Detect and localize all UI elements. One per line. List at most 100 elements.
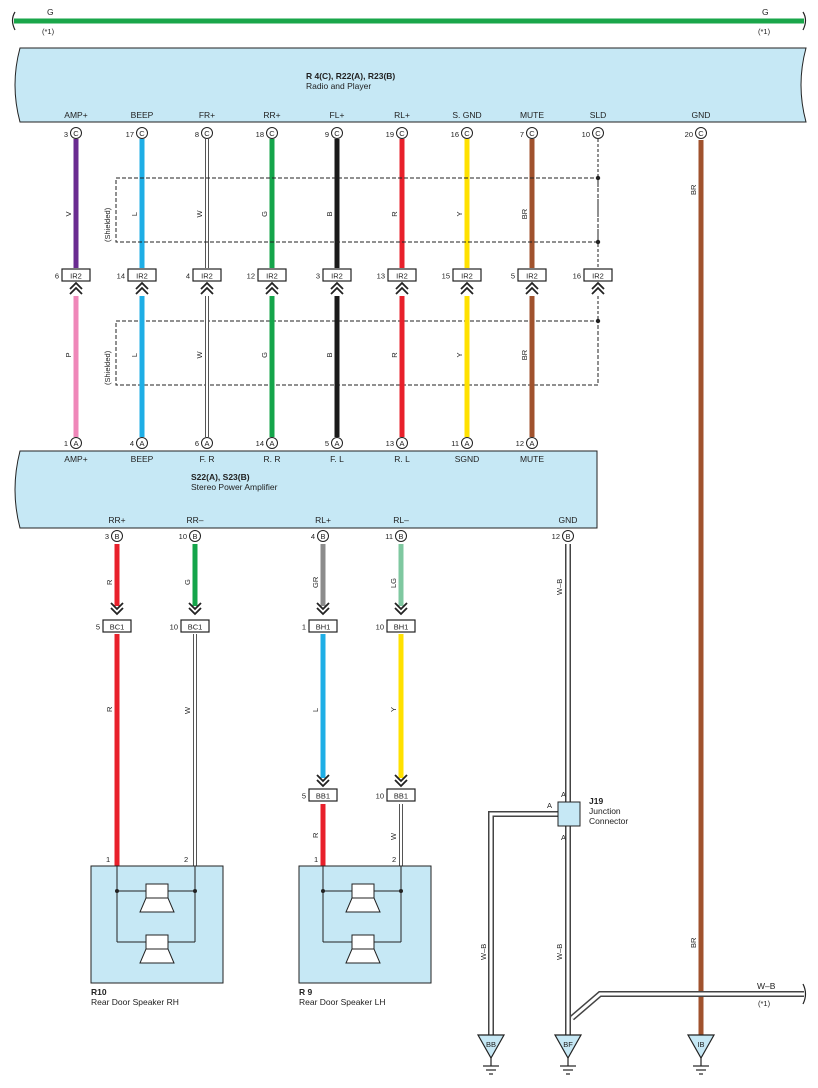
upper-wire-code: B [325, 211, 334, 216]
ir2-connector-label: IR2 [201, 272, 213, 281]
ir2-chevron-icon [69, 281, 83, 295]
ir2-chevron-icon [135, 281, 149, 295]
shield-lower: (Shielded) [103, 320, 599, 386]
amp-bottom-pin-label: RL– [393, 515, 409, 525]
upper-wire-code: BR [520, 208, 529, 219]
top-bus: G (*1) G (*1) [11, 7, 807, 36]
ir2-connector-label: IR2 [461, 272, 473, 281]
lower-wire-code: R [390, 352, 399, 358]
ir2-connector-pin: 12 [247, 272, 255, 281]
radio-pin-connector [331, 127, 343, 139]
amp-top-pin-number: 5 [325, 439, 329, 448]
amp-top-pin-connector-letter: A [334, 439, 339, 448]
ir2-chevron-icon [460, 281, 474, 295]
wire-code-rr-plus: R [105, 579, 114, 585]
bottom-bus-label: W–B [757, 981, 776, 991]
upper-wire-code: L [130, 212, 139, 216]
bc1-connector-label: BC1 [110, 623, 125, 632]
amp-top-pin-connector [136, 437, 148, 449]
speaker-rh-icon [115, 866, 197, 964]
lower-wire-code: B [325, 352, 334, 357]
amp-top-pin-number: 11 [451, 439, 459, 448]
speaker-lh-name: Rear Door Speaker LH [299, 997, 385, 1007]
amp-top-pin-label: F. R [199, 454, 214, 464]
amp-top-pin-connector [396, 437, 408, 449]
amp-top-pin-label: R. R [264, 454, 281, 464]
j19-pin-top: A [561, 790, 566, 799]
shielded-label-lower: (Shielded) [103, 350, 112, 385]
ir2-connector [583, 268, 613, 282]
speaker-lh-pin2: 2 [392, 855, 396, 864]
ir2-connector-pin: 14 [117, 272, 125, 281]
radio-pin-number: 19 [386, 130, 394, 139]
ground-icon: BF [553, 1034, 583, 1075]
speaker-lh-code: R 9 [299, 987, 313, 997]
lower-wire-code: BR [520, 349, 529, 360]
amp-bottom-pin-connector-letter: B [398, 532, 403, 541]
ground-label: BB [486, 1040, 496, 1049]
wire-code-bb1-5: R [311, 832, 320, 838]
amp-codes: S22(A), S23(B) [191, 472, 250, 482]
speaker-lh: 1 2 R 9 Rear Door Speaker LH [298, 855, 432, 1007]
amp-top-pin-label: AMP+ [64, 454, 87, 464]
radio-pin-label: GND [692, 110, 711, 120]
amp-bottom-pin-number: 12 [552, 532, 560, 541]
amp-top-pin-connector-letter: A [73, 439, 78, 448]
speaker-lh-pin1: 1 [314, 855, 318, 864]
wire-code-bf: W–B [555, 944, 564, 960]
ir2-chevron-icon [200, 281, 214, 295]
radio-pin-connector-letter: C [529, 129, 535, 138]
radio-pin-connector-letter: C [269, 129, 275, 138]
amp-top-pin-connector [461, 437, 473, 449]
bh1-connector-pin: 10 [376, 623, 384, 632]
amp-top-pin-label: F. L [330, 454, 344, 464]
wire-code-bc1-10: W [183, 706, 192, 714]
amp-top-pin-connector-letter: A [529, 439, 534, 448]
wire-code-rr-minus: G [183, 579, 192, 585]
radio-pin-connector-letter: C [204, 129, 210, 138]
radio-pin-label: MUTE [520, 110, 544, 120]
radio-pin-connector-letter: C [334, 129, 340, 138]
amp-bottom-pin-connector-letter: B [320, 532, 325, 541]
upper-wire-code: G [260, 211, 269, 217]
amp-top-pin-label: MUTE [520, 454, 544, 464]
j19-pin-bottom: A [561, 833, 566, 842]
radio-pin-connector-letter: C [73, 129, 79, 138]
wire-code-bb: W–B [479, 944, 488, 960]
radio-pin-connector-letter: C [464, 129, 470, 138]
amp-bottom-pin-label: RR– [186, 515, 203, 525]
speaker-lh-icon [321, 866, 403, 964]
gnd-wire-code-upper: BR [689, 184, 698, 195]
radio-pin-connector [70, 127, 82, 139]
amp-bottom-pin-number: 11 [385, 532, 393, 541]
amp-bottom-pin-label: RR+ [108, 515, 125, 525]
amp-bottom-pin-number: 10 [179, 532, 187, 541]
amp-bottom-pin-connector-letter: B [114, 532, 119, 541]
radio-pin-number: 20 [685, 130, 693, 139]
wire-code-rl-plus: GR [311, 576, 320, 588]
radio-pin-label: RL+ [394, 110, 410, 120]
ir2-connector [192, 268, 222, 282]
amp-name: Stereo Power Amplifier [191, 482, 278, 492]
gnd-wire-code-lower: BR [689, 937, 698, 948]
lower-wire-code: G [260, 352, 269, 358]
mid-chevron-icon [316, 602, 330, 616]
ir2-connector-pin: 15 [442, 272, 450, 281]
amp-bottom-pin-number: 3 [105, 532, 109, 541]
bb1-chevron-icon [316, 774, 330, 788]
radio-pin-number: 10 [582, 130, 590, 139]
ir2-connector [257, 268, 287, 282]
radio-pin-connector [201, 127, 213, 139]
ir2-chevron-icon [330, 281, 344, 295]
amp-bottom-pin-connector [562, 530, 574, 542]
radio-codes: R 4(C), R22(A), R23(B) [306, 71, 395, 81]
ir2-chevron-icon [265, 281, 279, 295]
bh1-connector-label: BH1 [316, 623, 331, 632]
radio-pin-connector [461, 127, 473, 139]
amp-top-pin-connector [331, 437, 343, 449]
